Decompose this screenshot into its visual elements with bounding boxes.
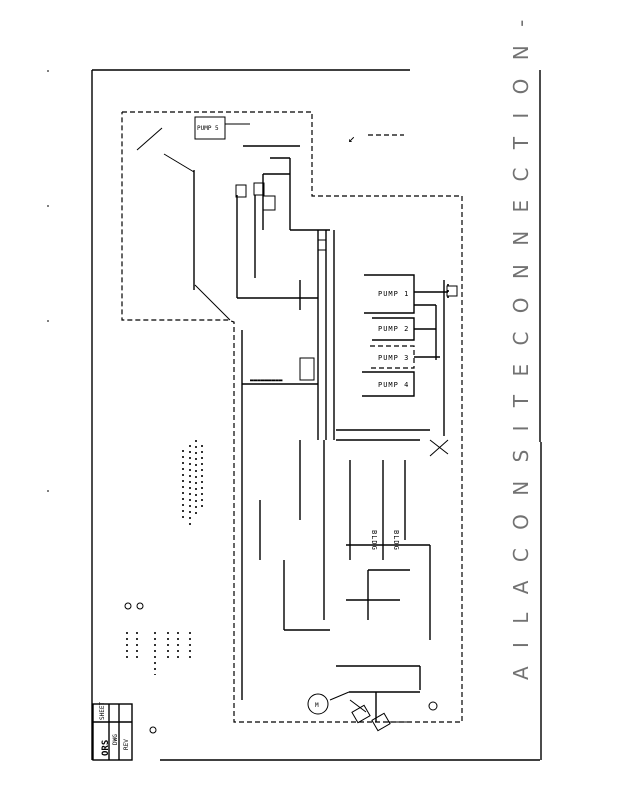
- legend-symbol: [124, 602, 132, 610]
- bldg-label-2: BLDG: [392, 530, 400, 551]
- ground-symbol: [428, 701, 438, 711]
- leader-line: [136, 127, 163, 151]
- pump-4-label: PUMP 4: [378, 381, 409, 389]
- bldg-label-1: BLDG: [370, 530, 378, 551]
- switch: [429, 439, 449, 457]
- pump-3-box: [370, 345, 415, 369]
- legend-notes: [182, 440, 203, 525]
- north-arrow-icon: ↙: [348, 131, 355, 145]
- leader-line: [163, 153, 195, 173]
- feeder-note: ▬▬▬▬▬▬▬▬▬: [250, 377, 283, 384]
- terminal: [317, 239, 327, 251]
- enclosure-outline: [121, 111, 463, 723]
- float-switch: [351, 704, 371, 724]
- leader-line: [194, 284, 231, 321]
- symbol-legend: [124, 602, 191, 675]
- title-block-cell: DWG: [112, 734, 119, 745]
- title-block-frame: [92, 703, 133, 761]
- switch: [429, 439, 449, 455]
- upper-pump-box: [194, 116, 226, 140]
- title-block: ORS DWG REV SHEET: [92, 702, 157, 761]
- leader-line: [329, 691, 350, 701]
- pump-1-box: [364, 274, 415, 314]
- relay-coil: [253, 182, 265, 196]
- title-block-cell: SHEET: [99, 702, 106, 720]
- upper-pump-label: PUMP 5: [197, 125, 219, 132]
- wire: [349, 699, 367, 713]
- relay-coil: [262, 195, 276, 211]
- pump-4-box: [362, 371, 415, 397]
- pump-3-label: PUMP 3: [378, 354, 409, 362]
- breaker-box: [299, 357, 315, 381]
- pump-1: PUMP 1: [364, 274, 448, 360]
- pump-1-label: PUMP 1: [378, 290, 409, 298]
- motor-symbol-1: [307, 693, 329, 715]
- pump-4: PUMP 4: [362, 371, 415, 397]
- company-logo: ORS: [101, 740, 111, 756]
- pump-3: PUMP 3: [370, 345, 440, 369]
- drawing-title: A I L A C O N S I T E C O N N E C T I O …: [509, 0, 533, 680]
- float-switch: [371, 712, 391, 732]
- motor-label-1: M: [315, 702, 319, 709]
- relay-coil: [235, 184, 247, 198]
- pump-2-label: PUMP 2: [378, 325, 409, 333]
- terminal-block: [446, 285, 458, 297]
- pump-2: PUMP 2: [372, 317, 436, 341]
- seal-icon: [149, 726, 157, 734]
- title-block-cell: REV: [123, 739, 130, 750]
- legend-symbol: [136, 602, 144, 610]
